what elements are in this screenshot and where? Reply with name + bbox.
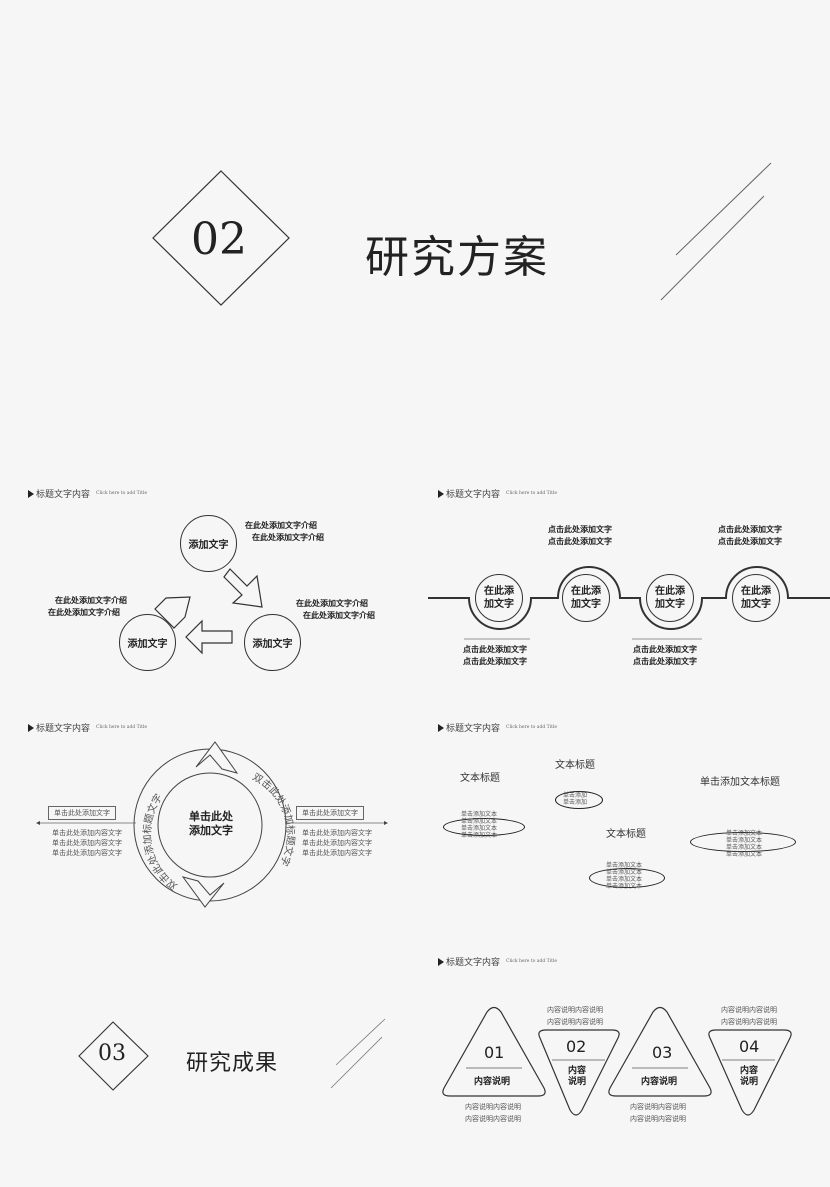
- timeline-node-3[interactable]: 在此添加文字: [646, 574, 694, 622]
- triangle-up-1: [442, 1006, 546, 1097]
- triangle-num-1: 01: [484, 1043, 505, 1062]
- timeline-node-4[interactable]: 在此添加文字: [732, 574, 780, 622]
- ellipse-3: [589, 868, 665, 888]
- triangle-label-4[interactable]: 内容说明: [740, 1066, 759, 1087]
- slide-header: 标题文字内容 Click here to add Title: [438, 487, 557, 500]
- ring-right-box[interactable]: 单击此处添加文字: [296, 806, 364, 820]
- text-title-4[interactable]: 单击添加文本标题: [700, 777, 780, 788]
- ring-inner: [157, 772, 263, 878]
- arrow-left-icon: [185, 619, 233, 655]
- timeline-line: [428, 566, 830, 630]
- triangle-bullet-icon: [438, 489, 444, 498]
- section-deco-line: [335, 1018, 386, 1066]
- cycle-node-left[interactable]: 添加文字: [119, 614, 176, 671]
- ellipse-text-3: 单击添加文本单击添加文本单击添加文本单击添加文本: [606, 862, 643, 890]
- ellipse-text-2: 单击添加单击添加: [563, 792, 588, 806]
- ellipse-text-4: 单击添加文本单击添加文本单击添加文本单击添加文本: [726, 830, 763, 858]
- hero-title: 研究方案: [365, 232, 549, 283]
- triangle-bullet-icon: [28, 723, 34, 732]
- slide-header: 标题文字内容 Click here to add Title: [438, 955, 557, 968]
- ring-center-text[interactable]: 单击此处添加文字: [189, 810, 233, 837]
- timeline-label-bottom-3: 点击此处添加文字点击此处添加文字: [633, 645, 697, 666]
- text-title-1[interactable]: 文本标题: [460, 773, 500, 784]
- slide-header: 标题文字内容 Click here to add Title: [28, 487, 147, 500]
- ring-arrow-bottom-icon: [181, 876, 225, 908]
- triangles-graphics: [442, 1006, 792, 1116]
- arrow-down-right-icon: [223, 568, 263, 608]
- slide-header: 标题文字内容 Click here to add Title: [438, 721, 557, 734]
- triangle-desc-1: 内容说明内容说明内容说明内容说明: [465, 1103, 521, 1123]
- timeline-node-1[interactable]: 在此添加文字: [475, 574, 523, 622]
- triangle-desc-4: 内容说明内容说明内容说明内容说明: [721, 1006, 777, 1026]
- cycle-caption-top: 在此处添加文字介绍 在此处添加文字介绍: [245, 521, 324, 542]
- cycle-node-right[interactable]: 添加文字: [244, 614, 301, 671]
- ring-left-box[interactable]: 单击此处添加文字: [48, 806, 116, 820]
- cycle-caption-left: 在此处添加文字介绍 在此处添加文字介绍: [48, 596, 127, 617]
- cycle-node-top[interactable]: 添加文字: [180, 515, 237, 572]
- hero-deco-line: [675, 162, 772, 256]
- text-title-2[interactable]: 文本标题: [555, 760, 595, 771]
- hero-deco-line: [660, 195, 765, 301]
- ellipse-4: [690, 832, 796, 852]
- ellipse-2: [555, 791, 603, 809]
- triangle-label-3[interactable]: 内容说明: [641, 1077, 678, 1087]
- timeline-label-top-2: 点击此处添加文字点击此处添加文字: [548, 525, 612, 546]
- timeline-label-bottom-1: 点击此处添加文字点击此处添加文字: [463, 645, 527, 666]
- section-graphics: [78, 1018, 386, 1091]
- section-diamond: [78, 1021, 149, 1091]
- timeline-node-2[interactable]: 在此添加文字: [562, 574, 610, 622]
- timeline-graphics: [428, 566, 830, 640]
- triangle-desc-2: 内容说明内容说明内容说明内容说明: [547, 1006, 603, 1026]
- triangle-desc-3: 内容说明内容说明内容说明内容说明: [630, 1103, 686, 1123]
- cycle-caption-right: 在此处添加文字介绍 在此处添加文字介绍: [296, 599, 375, 620]
- ring-right-lines: 单击此处添加内容文字 单击此处添加内容文字 单击此处添加内容文字: [302, 829, 372, 857]
- hero-number: 02: [191, 214, 247, 265]
- ring-connector-arrow-icon: [384, 821, 388, 825]
- hero-graphics: [152, 162, 772, 306]
- ellipse-1: [443, 818, 525, 836]
- triangle-num-2: 02: [566, 1037, 587, 1056]
- triangle-num-3: 03: [652, 1043, 673, 1062]
- slide-header: 标题文字内容 Click here to add Title: [28, 721, 147, 734]
- triangle-down-4: [708, 1029, 792, 1116]
- section-number: 03: [98, 1041, 126, 1066]
- triangle-num-4: 04: [739, 1037, 760, 1056]
- text-title-3[interactable]: 文本标题: [606, 829, 646, 840]
- timeline-label-top-4: 点击此处添加文字点击此处添加文字: [718, 525, 782, 546]
- triangle-bullet-icon: [28, 489, 34, 498]
- section-deco-line: [330, 1036, 383, 1089]
- triangle-label-2[interactable]: 内容说明: [568, 1066, 587, 1087]
- ring-connector-arrow-icon: [36, 821, 40, 825]
- hero-diamond: [152, 170, 290, 306]
- triangle-bullet-icon: [438, 957, 444, 966]
- ellipse-text-1: 单击添加文本单击添加文本单击添加文本单击添加文本: [461, 811, 498, 839]
- cycle-arrows: [154, 568, 263, 655]
- ring-text-right: 双击此处添加标题文字: [250, 771, 296, 868]
- section-title: 研究成果: [186, 1051, 279, 1076]
- ring-graphics: 双击此处添加标题文字 双击此处添加标题文字: [36, 741, 388, 908]
- ring-left-lines: 单击此处添加内容文字 单击此处添加内容文字 单击此处添加内容文字: [52, 829, 122, 857]
- ring-arrow-top-icon: [195, 741, 239, 774]
- arrow-up-right-icon: [154, 596, 191, 629]
- triangle-down-2: [538, 1029, 620, 1116]
- triangle-bullet-icon: [438, 723, 444, 732]
- triangle-up-3: [608, 1006, 712, 1097]
- triangle-label-1[interactable]: 内容说明: [474, 1077, 511, 1087]
